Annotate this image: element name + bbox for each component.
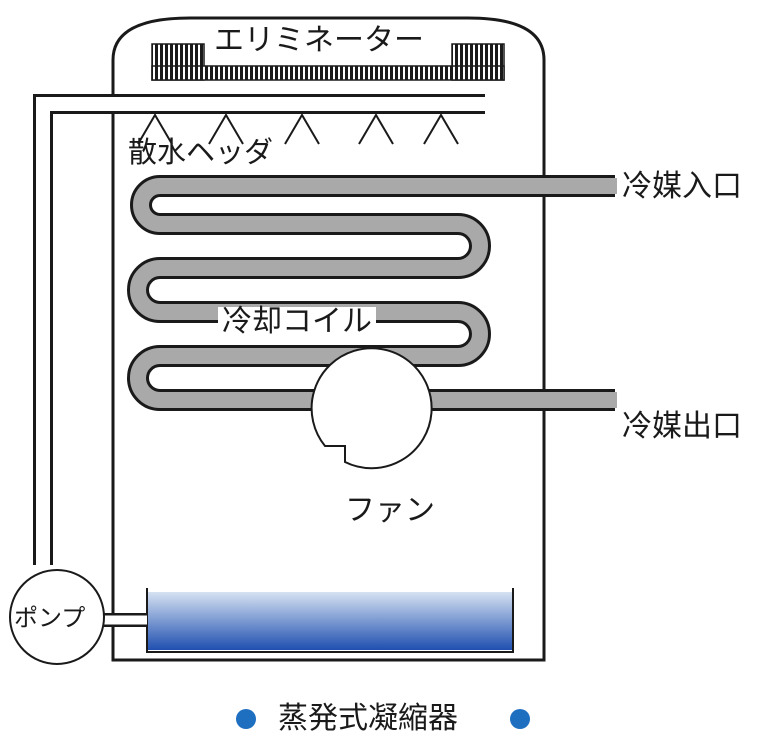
- refrigerant-inlet-label: 冷媒入口: [622, 169, 742, 204]
- fan-label: ファン: [345, 493, 435, 528]
- pump-label: ポンプ: [14, 604, 86, 632]
- eliminator-label: エリミネーター: [210, 26, 428, 56]
- spray-nozzles: [137, 113, 459, 145]
- cooling-coil: [127, 175, 617, 411]
- water-basin: [147, 592, 513, 650]
- refrigerant-outlet-label: 冷媒出口: [622, 409, 742, 444]
- fan-housing: [310, 347, 433, 470]
- eliminator-base-bar: [151, 65, 505, 81]
- cooling-coil-label: 冷却コイル: [218, 307, 376, 337]
- caption-bullet-left: [236, 709, 256, 729]
- caption-bullet-right: [510, 709, 530, 729]
- pump-body: [9, 569, 105, 665]
- caption: 蒸発式凝縮器: [278, 701, 458, 736]
- spray-header-label: 散水ヘッダ: [128, 135, 274, 169]
